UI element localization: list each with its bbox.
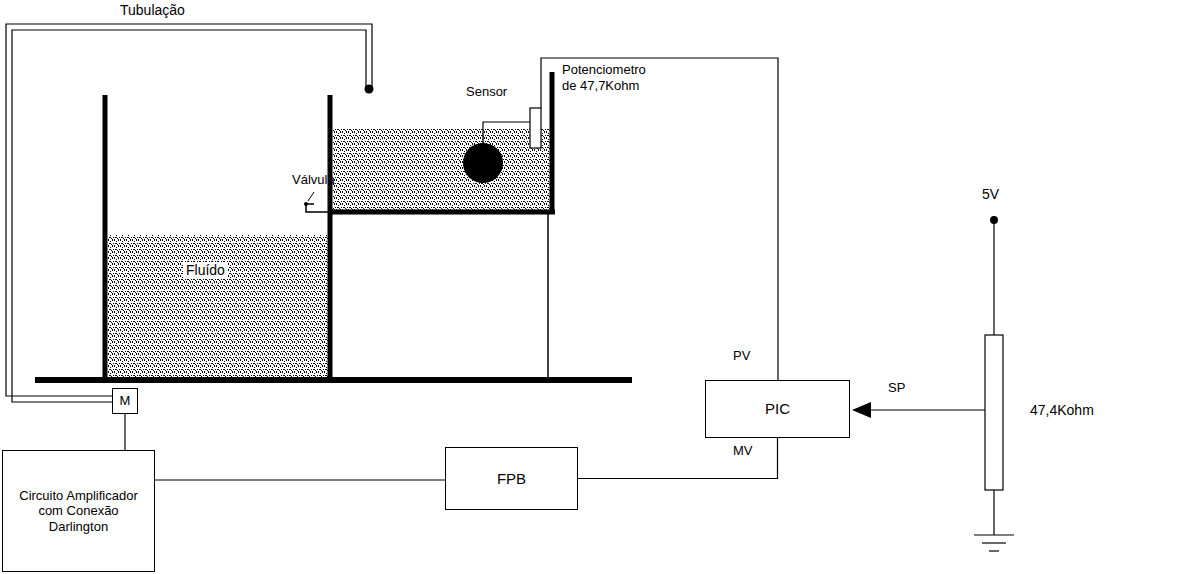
sp-wire xyxy=(868,409,985,410)
fluid xyxy=(333,128,551,210)
wire xyxy=(993,490,994,535)
voltage-label: 5V xyxy=(982,186,999,203)
valve-label: Válvula xyxy=(292,172,335,188)
pipe xyxy=(6,24,372,396)
controller-box: PIC xyxy=(705,380,850,438)
tank-wall xyxy=(550,72,555,214)
ground-symbol xyxy=(989,550,999,551)
potentiometer-symbol xyxy=(530,108,541,148)
signal-wire xyxy=(155,479,445,480)
box-text: M xyxy=(120,393,131,409)
filter-box: FPB xyxy=(445,447,578,510)
box-text: PIC xyxy=(765,400,790,418)
pv-wire xyxy=(541,58,778,380)
base-bar xyxy=(35,377,632,383)
tank-wall xyxy=(103,95,108,380)
signal-name: MV xyxy=(733,443,753,459)
fluid xyxy=(108,235,328,377)
pipe-outlet xyxy=(365,85,374,94)
ground-symbol xyxy=(974,534,1014,535)
pipe xyxy=(12,30,366,402)
valve-symbol xyxy=(306,204,328,212)
resistance-label: 47,4Kohm xyxy=(1030,402,1094,419)
sensor-label: Sensor xyxy=(466,84,507,100)
float-ball xyxy=(463,143,503,183)
signal-name: SP xyxy=(888,380,905,396)
wire xyxy=(993,220,994,335)
valve-symbol xyxy=(304,202,308,206)
signal-name: PV xyxy=(733,348,750,364)
resistor-symbol xyxy=(985,335,1003,490)
box-text: Circuito Amplificador com Conexão Darlin… xyxy=(8,488,149,535)
tank-wall xyxy=(328,95,333,380)
signal-wire xyxy=(578,438,778,479)
ground-symbol xyxy=(982,542,1006,543)
potentiometer-label: Potenciometro de 47,7Kohm xyxy=(562,62,660,93)
amplifier-box: Circuito Amplificador com Conexão Darlin… xyxy=(2,450,155,572)
pipe-label: Tubulação xyxy=(120,2,185,19)
tank-support xyxy=(547,214,549,380)
arrowhead xyxy=(852,402,871,418)
leader-line xyxy=(308,192,314,201)
sensor-rod xyxy=(483,122,530,143)
tank-floor xyxy=(328,210,555,215)
fluid-label: Fluído xyxy=(183,262,228,279)
motor-box: M xyxy=(112,388,138,414)
box-text: FPB xyxy=(497,470,526,488)
signal-wire xyxy=(124,414,125,450)
